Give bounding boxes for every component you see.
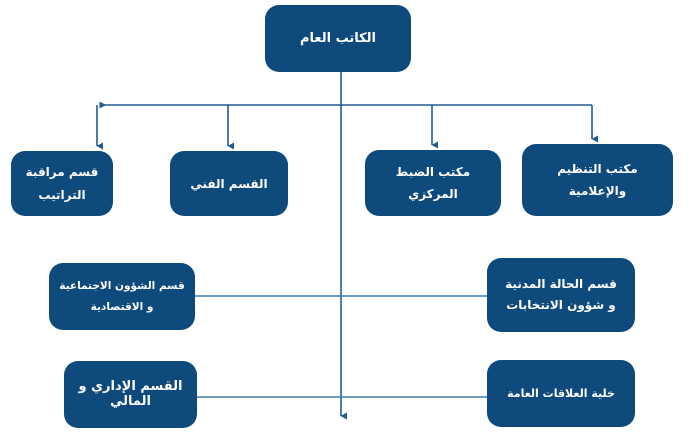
node-public-relations-unit[interactable]: خلية العلاقات العامة <box>487 360 635 427</box>
node-technical-department[interactable]: القسم الفني <box>170 151 288 216</box>
node-civil-status-and-elections-department[interactable]: قسم الحالة المدنية و شؤون الانتخابات <box>487 258 635 332</box>
node-social-and-economic-affairs-department[interactable]: قسم الشؤون الاجتماعية و الاقتصادية <box>49 263 195 330</box>
node-label: مكتب التنظيم والإعلامية <box>557 161 638 198</box>
node-label: قسم الحالة المدنية و شؤون الانتخابات <box>505 277 617 312</box>
node-label: القسم الفني <box>190 176 268 191</box>
node-label: مكتب الضبط المركزي <box>395 164 471 201</box>
node-label: القسم الإداري و المالي <box>78 378 183 409</box>
node-label: خلية العلاقات العامة <box>507 386 615 400</box>
node-label: قسم الشؤون الاجتماعية و الاقتصادية <box>59 280 185 313</box>
node-organization-and-media-office[interactable]: مكتب التنظيم والإعلامية <box>522 144 673 216</box>
node-label: الكاتب العام <box>299 30 377 46</box>
node-regulations-control-department[interactable]: قسم مراقبة التراتيب <box>11 151 113 216</box>
node-administrative-and-financial-department[interactable]: القسم الإداري و المالي <box>64 361 197 428</box>
node-label: قسم مراقبة التراتيب <box>25 165 99 202</box>
node-secretary-general[interactable]: الكاتب العام <box>265 5 411 72</box>
node-central-registry-office[interactable]: مكتب الضبط المركزي <box>365 150 501 216</box>
